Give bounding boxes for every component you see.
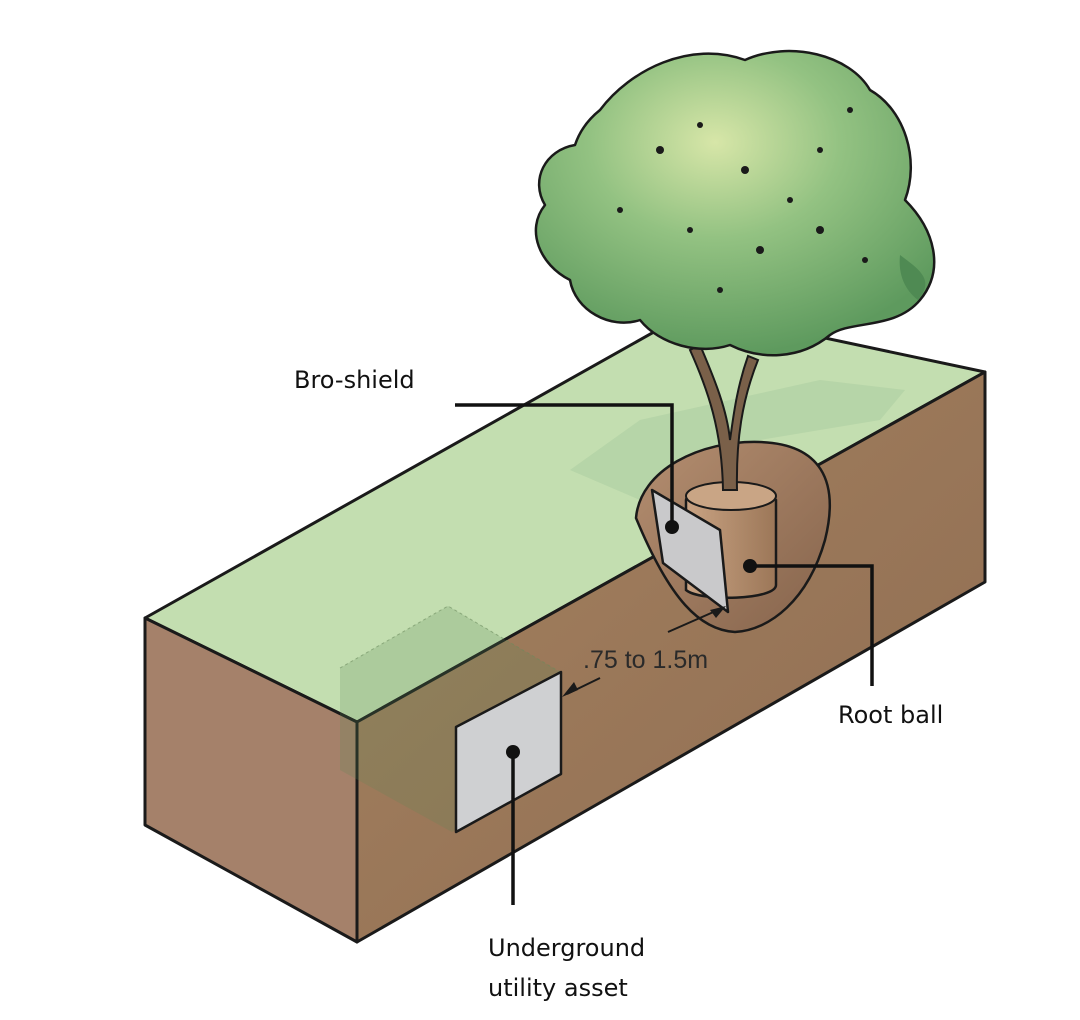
- bro-shield-dot: [665, 520, 679, 534]
- distance-dimension: .75 to 1.5m: [562, 606, 726, 697]
- root-ball-label: Root ball: [838, 701, 944, 729]
- bro-shield-label: Bro-shield: [294, 366, 415, 394]
- leader-lines: [455, 403, 874, 905]
- root-ball-leader: [750, 564, 874, 686]
- root-ball-dot: [743, 559, 757, 573]
- arrowhead-upper: [710, 606, 726, 618]
- dimension-line-upper: [667, 609, 719, 633]
- utility-dot: [506, 745, 520, 759]
- bro-shield-leader: [455, 403, 674, 527]
- underground-asset-label: Underground utility asset: [488, 934, 646, 1002]
- tree-foliage: [534, 49, 936, 357]
- arrowhead-lower: [562, 682, 578, 697]
- distance-label: .75 to 1.5m: [583, 646, 708, 674]
- leader-dots: [506, 520, 757, 759]
- tree-trunk: [688, 343, 760, 491]
- tree-icon: [534, 49, 936, 491]
